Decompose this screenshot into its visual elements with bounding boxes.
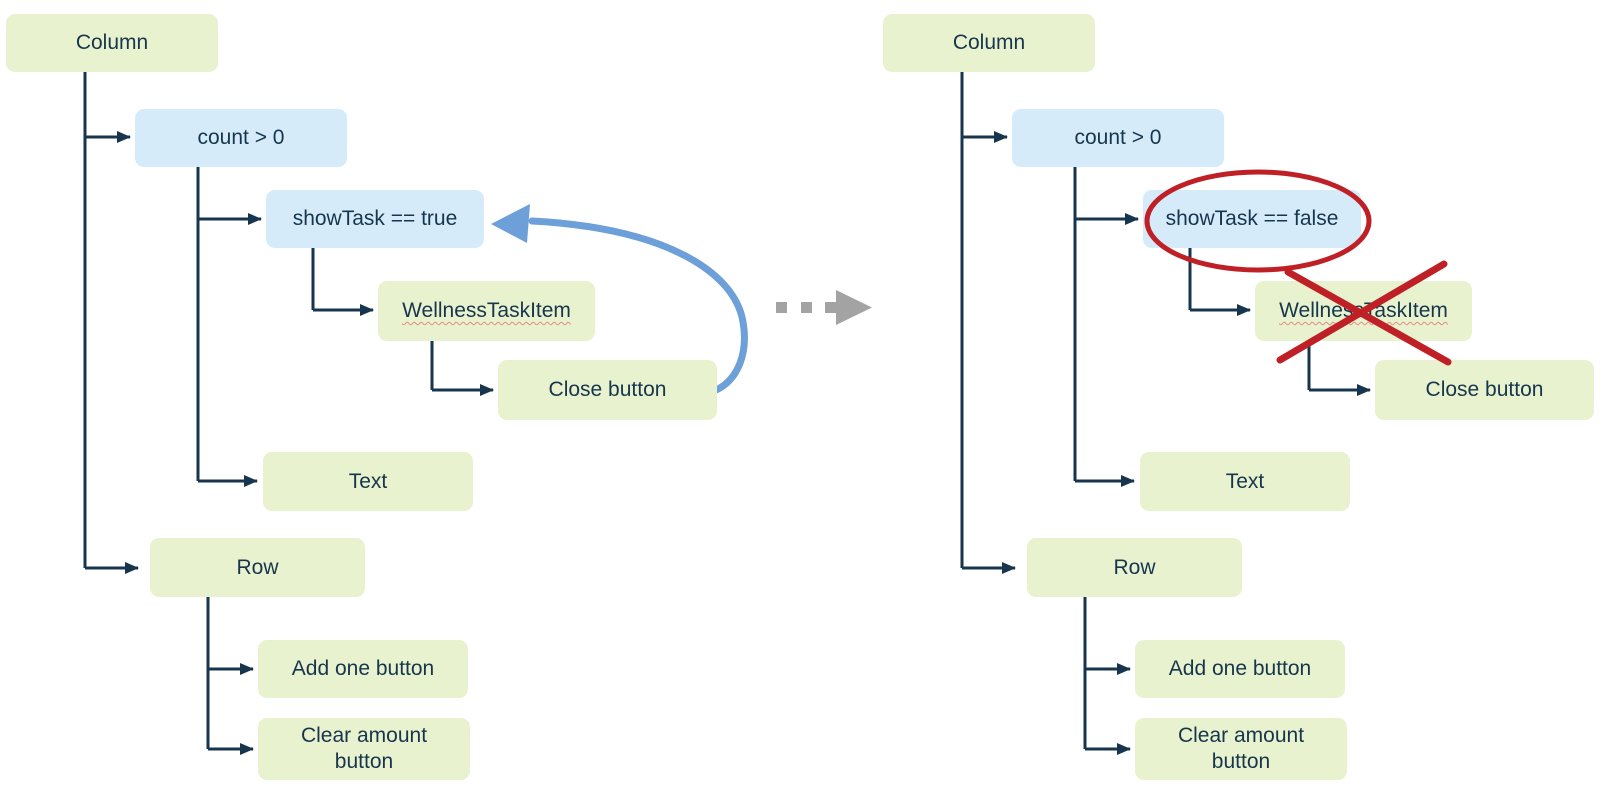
tree-after: Column count > 0 showTask == false Welln… [877,0,1600,795]
node-count-condition: count > 0 [1012,109,1224,167]
tree-before: Column count > 0 showTask == true Wellne… [0,0,760,795]
transition-arrow-icon [776,290,872,325]
node-close-button: Close button [1375,360,1594,420]
node-column: Column [883,14,1095,72]
node-text: Text [1140,452,1350,511]
node-close-button: Close button [498,360,717,420]
tree-connectors [83,72,748,755]
wellness-task-item-label: WellnessTaskItem [402,299,571,322]
node-row: Row [1027,538,1242,597]
node-text: Text [263,452,473,511]
node-add-one-button: Add one button [258,640,468,698]
node-row: Row [150,538,365,597]
node-column: Column [6,14,218,72]
wellness-task-item-label: WellnessTaskItem [1279,299,1448,322]
node-showtask-condition: showTask == false [1143,190,1361,248]
node-wellness-task-item: WellnessTaskItem [378,281,595,341]
recomposition-loop-arrow-icon [491,204,748,395]
node-count-condition: count > 0 [135,109,347,167]
node-showtask-condition: showTask == true [266,190,484,248]
node-clear-amount-button: Clear amount button [1135,718,1347,780]
node-clear-amount-button: Clear amount button [258,718,470,780]
node-wellness-task-item: WellnessTaskItem [1255,281,1472,341]
node-add-one-button: Add one button [1135,640,1345,698]
